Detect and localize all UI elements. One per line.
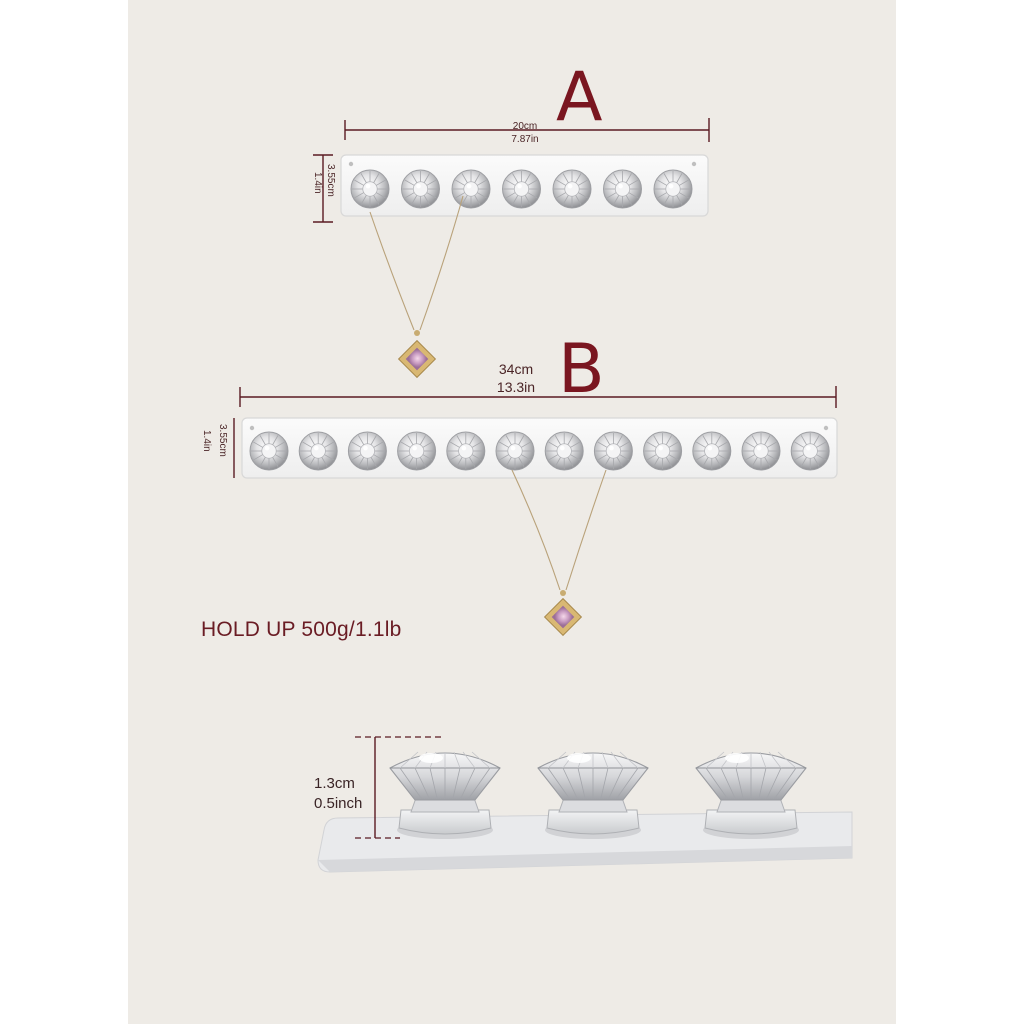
rack-b-knob (741, 431, 781, 471)
rack-a-width-label: 20cm 7.87in (490, 120, 560, 146)
rack-a-label: A (556, 58, 603, 137)
rack-a-knob (552, 169, 592, 209)
necklace-a (369, 195, 464, 379)
rack-b-knob (397, 431, 437, 471)
capacity-text: HOLD UP 500g/1.1lb (201, 618, 402, 641)
detail-crystal-knob (695, 751, 807, 839)
rack-b-knob (544, 431, 584, 471)
detail-crystal-knob (537, 751, 649, 839)
rack-b-width-cm: 34cm (498, 361, 534, 377)
rack-a-knob (502, 169, 541, 209)
rack-a-width-in: 7.87in (511, 134, 539, 145)
knob-detail (317, 736, 853, 873)
rack-b-knob (446, 431, 486, 471)
detail-crystal-knobs (389, 751, 807, 839)
detail-height-label: 1.3cm 0.5inch (314, 774, 362, 814)
rack-b-knob (249, 431, 289, 471)
rack-a (313, 118, 710, 223)
rack-b-label: B (558, 330, 605, 409)
rack-a-width-cm: 20cm (512, 121, 538, 132)
rack-b-height-cm: 3.55cm (217, 424, 228, 457)
rack-b-knob (692, 431, 732, 471)
rack-b-plate (241, 417, 838, 479)
rack-b-knob (495, 431, 535, 471)
detail-height-in: 0.5inch (314, 795, 363, 812)
rack-a-knob (603, 169, 642, 209)
rack-b-knob (593, 431, 633, 471)
detail-crystal-knob (389, 751, 501, 839)
rack-a-width-dimension (344, 118, 710, 142)
rack-b-width-in: 13.3in (496, 379, 536, 395)
rack-a-height-cm: 3.55cm (325, 164, 336, 197)
rack-b-width-dimension (239, 386, 837, 408)
rack-b-knob (298, 431, 338, 471)
rack-a-knob (451, 169, 491, 209)
detail-height-dimension (355, 736, 442, 839)
detail-height-cm: 1.3cm (314, 775, 355, 792)
rack-a-height-in: 1.4in (312, 172, 323, 194)
rack-a-knob (350, 169, 390, 209)
rack-b-height-in: 1.4in (201, 430, 212, 452)
rack-a-height-dimension (313, 154, 333, 223)
rack-b-knob (643, 431, 683, 471)
rack-b-knob (790, 431, 830, 471)
necklace-b (511, 469, 607, 637)
rack-b (233, 386, 838, 479)
rack-b-knob (347, 431, 387, 471)
rack-b-width-label: 34cm 13.3in (476, 360, 556, 396)
rack-b-knobs (249, 431, 830, 471)
rack-a-knob (401, 169, 440, 209)
rack-a-knobs (350, 169, 693, 209)
rack-a-knob (653, 169, 693, 209)
